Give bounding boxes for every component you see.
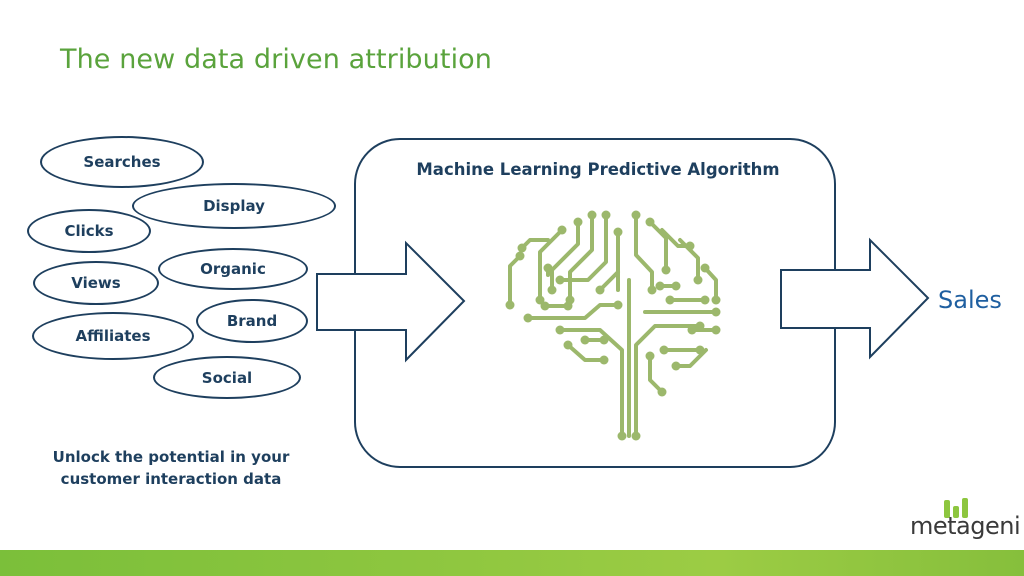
caption: Unlock the potential in your customer in…: [40, 446, 302, 490]
source-brand: Brand: [196, 299, 308, 343]
footer-bar: [0, 550, 1024, 576]
source-display: Display: [132, 183, 336, 229]
source-views: Views: [33, 261, 159, 305]
source-social: Social: [153, 356, 301, 399]
source-clicks: Clicks: [27, 209, 151, 253]
source-label: Brand: [226, 312, 278, 330]
source-label: Views: [71, 274, 121, 292]
slide-title: The new data driven attribution: [60, 44, 493, 75]
source-label: Display: [203, 197, 265, 215]
source-label: Searches: [83, 153, 161, 171]
source-label: Organic: [200, 260, 266, 278]
source-label: Clicks: [64, 222, 114, 240]
logo-text: metageni: [910, 512, 1021, 540]
caption-line: customer interaction data: [60, 470, 282, 488]
caption-line: Unlock the potential in your: [52, 448, 290, 466]
source-affiliates: Affiliates: [32, 312, 194, 360]
sales-label: Sales: [938, 286, 1002, 314]
output-arrow: [780, 237, 930, 360]
input-arrow: [316, 240, 466, 363]
source-organic: Organic: [158, 248, 308, 290]
source-searches: Searches: [40, 136, 204, 188]
source-label: Affiliates: [75, 327, 151, 345]
algorithm-title: Machine Learning Predictive Algorithm: [416, 160, 780, 179]
source-label: Social: [201, 368, 253, 387]
